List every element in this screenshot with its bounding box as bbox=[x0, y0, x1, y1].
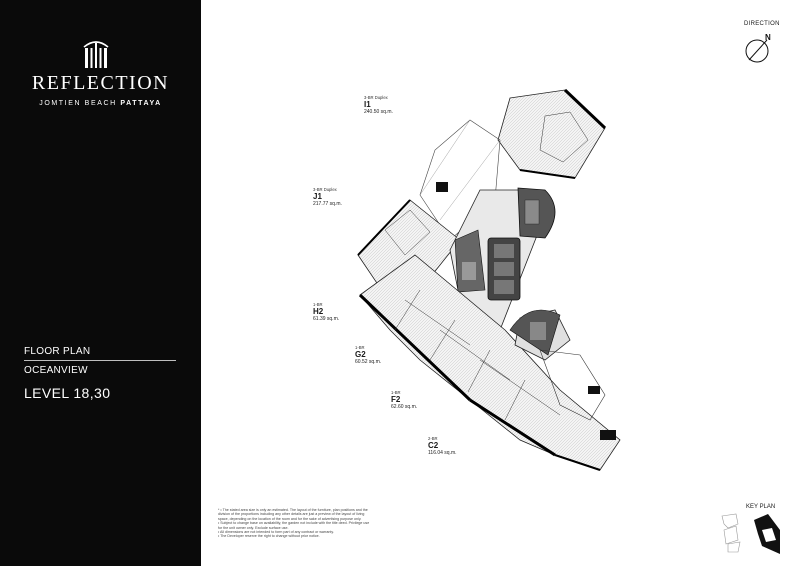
brand-subtitle: JOMTIEN BEACH PATTAYA bbox=[0, 100, 201, 107]
unit-label-f2: 1-BR F2 62.60 sq.m. bbox=[391, 390, 418, 410]
unit-label-g2: 1-BR G2 60.52 sq.m. bbox=[355, 345, 382, 365]
unit-label-h2: 1-BR H2 61.39 sq.m. bbox=[313, 302, 340, 322]
unit-label-j1: 3-BR Duplex J1 217.77 sq.m. bbox=[313, 187, 342, 207]
key-plan-label: KEY PLAN bbox=[746, 504, 776, 510]
unit-label-i1: 3-BR Duplex I1 240.50 sq.m. bbox=[364, 95, 393, 115]
disclaimer-notes: * • The stated area size is only an esti… bbox=[218, 508, 370, 539]
unit-label-c2: 2-BR C2 116.04 sq.m. bbox=[428, 436, 457, 456]
view-label: OCEANVIEW bbox=[24, 365, 88, 376]
reflection-logo-icon bbox=[83, 41, 109, 68]
building-core bbox=[449, 187, 556, 331]
brand-name: REFLECTION bbox=[31, 72, 170, 94]
north-label: N bbox=[765, 33, 771, 42]
floor-plan-title: FLOOR PLAN bbox=[24, 346, 91, 357]
direction-label: DIRECTION bbox=[744, 21, 780, 27]
brand-location: JOMTIEN BEACH bbox=[39, 100, 117, 107]
brand-city: PATTAYA bbox=[120, 100, 162, 107]
brand-sidebar: REFLECTION JOMTIEN BEACH PATTAYA FLOOR P… bbox=[0, 0, 201, 566]
lower-wing bbox=[358, 254, 621, 471]
north-compass-icon: N bbox=[745, 33, 771, 63]
key-plan-diagram bbox=[721, 513, 780, 554]
title-divider bbox=[24, 360, 176, 361]
upper-wing bbox=[419, 88, 607, 241]
level-label: LEVEL 18,30 bbox=[24, 385, 111, 401]
